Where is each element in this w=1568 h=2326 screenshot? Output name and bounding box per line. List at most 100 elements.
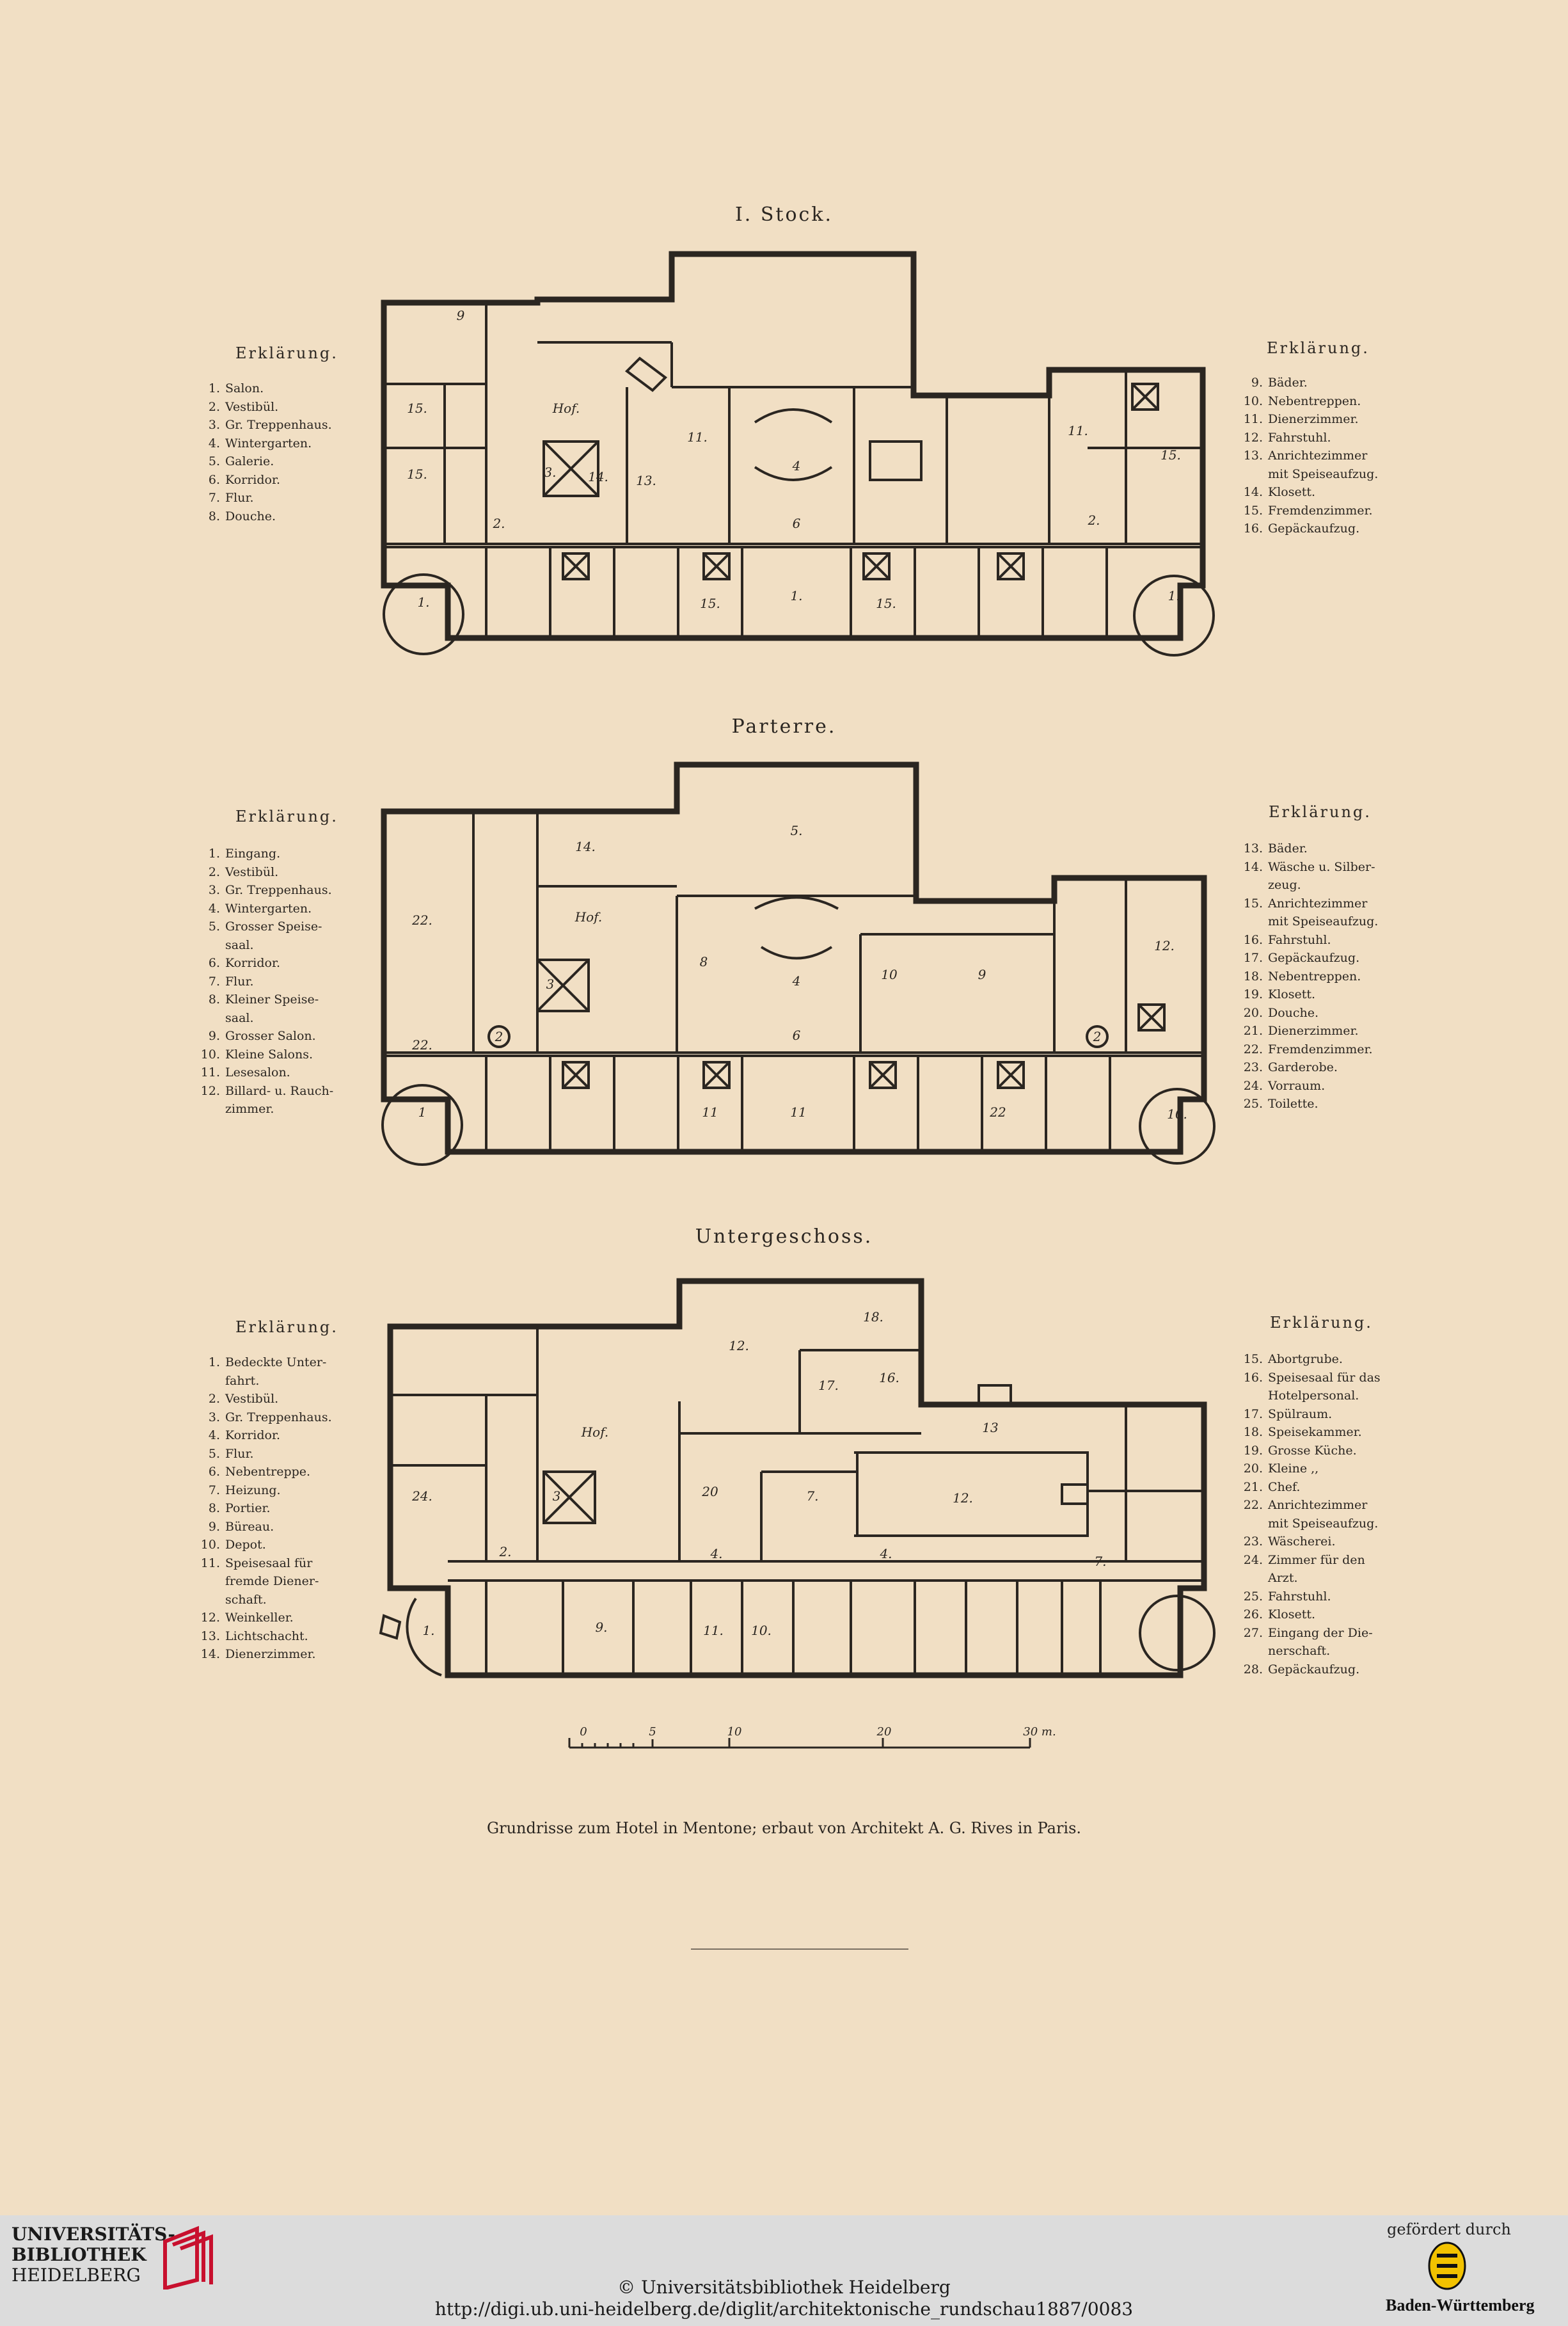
room-label: 4. — [709, 1546, 722, 1561]
legend-item-text: Gepäckaufzug. — [1268, 1662, 1360, 1677]
legend-item-text: Depot. — [225, 1538, 266, 1552]
room-label: 11. — [1068, 423, 1088, 438]
legend-item-text: Vestibül. — [225, 864, 279, 879]
room-label: 6 — [793, 1028, 801, 1043]
legend-item: 12.Billard- u. Rauch- — [198, 1082, 333, 1101]
room-label: 22 — [989, 1104, 1006, 1120]
legend-item: 23.Wäscherei. — [1241, 1533, 1381, 1551]
legend-item-number: 8. — [208, 992, 220, 1007]
legend-item: 12.Weinkeller. — [198, 1609, 332, 1627]
room-label: 4 — [792, 458, 801, 474]
legend-item: zimmer. — [198, 1100, 333, 1119]
legend-item-number: 22. — [1243, 1498, 1263, 1512]
source-url-link[interactable]: http://digi.ub.uni-heidelberg.de/diglit/… — [434, 2298, 1134, 2320]
legend-item: 9.Bäder. — [1241, 374, 1378, 392]
legend-item: 4.Wintergarten. — [198, 900, 333, 918]
legend-item-number: 14. — [1243, 485, 1263, 499]
room-label: 15. — [407, 466, 427, 482]
legend-item-number: 24. — [1243, 1078, 1263, 1093]
floor-title: I. Stock. — [734, 203, 834, 226]
legend-item-number: 1. — [208, 847, 220, 861]
legend-item: 28.Gepäckaufzug. — [1241, 1661, 1381, 1679]
legend-item: 2.Vestibül. — [198, 1390, 332, 1408]
scale-tick-label: 5 — [649, 1725, 656, 1739]
room-label: 1 — [418, 1104, 427, 1120]
legend-item-number: 13. — [1243, 841, 1263, 856]
legend-item-number: 11. — [200, 1065, 220, 1079]
legend-item-text: Flur. — [225, 491, 254, 505]
footer-bar — [0, 2215, 1568, 2326]
legend-item-number: 10. — [200, 1047, 220, 1062]
copyright-text: © Universitätsbibliothek Heidelberg — [617, 2277, 951, 2298]
room-label: 11. — [703, 1623, 724, 1638]
legend-item-number: 3. — [208, 418, 220, 432]
legend-item-text: Speisesaal für das — [1268, 1370, 1381, 1385]
library-line: BIBLIOTHEK — [12, 2244, 147, 2265]
room-label: 5. — [790, 823, 802, 838]
legend-item-text: Toilette. — [1268, 1097, 1319, 1111]
legend-item-number: 2. — [208, 864, 220, 879]
library-name: UNIVERSITÄTS- BIBLIOTHEK HEIDELBERG — [12, 2224, 175, 2286]
legend-item-text: Kleiner Speise- — [225, 992, 319, 1007]
legend-item-number: 4. — [208, 1428, 220, 1442]
legend-item-text: Bedeckte Unter- — [225, 1355, 327, 1369]
legend-item-number: 16. — [1243, 1370, 1263, 1385]
legend-item-number: 7. — [208, 974, 220, 989]
legend-item: 2. Vestibül. — [198, 863, 333, 882]
legend-item: saal. — [198, 936, 333, 955]
legend-item: 7.Flur. — [198, 973, 333, 991]
room-label: 2. — [498, 1544, 511, 1559]
scale-tick-label: 20 — [876, 1725, 892, 1739]
legend-item: 5. Flur. — [198, 1445, 332, 1463]
legend-item: 13.Bäder. — [1241, 840, 1378, 858]
legend-item: 18.Speisekammer. — [1241, 1423, 1381, 1442]
legend-item-text: Portier. — [225, 1501, 271, 1515]
room-label: 12. — [953, 1490, 973, 1506]
legend-heading: Erklärung. — [1269, 803, 1372, 821]
legend-item: 14.Klosett. — [1241, 483, 1378, 502]
legend-item-number: 15. — [1243, 1352, 1263, 1366]
legend-item-text: Gepäckaufzug. — [1268, 951, 1360, 965]
room-label: 9 — [457, 308, 465, 323]
legend-item-text: saal. — [225, 1010, 254, 1025]
legend-item-text: Zimmer für den — [1268, 1552, 1365, 1567]
room-label: 1. — [422, 1623, 434, 1638]
legend-item-text: Gr. Treppenhaus. — [225, 1410, 332, 1424]
room-label: 3 — [546, 976, 555, 992]
legend-item: 23.Garderobe. — [1241, 1058, 1378, 1077]
room-label: 11 — [790, 1104, 806, 1120]
room-label: 1. — [1168, 588, 1180, 603]
legend-item-number: 5. — [208, 1446, 220, 1461]
legend-item-text: Flur. — [225, 1446, 254, 1461]
legend-item-text: Dienerzimmer. — [225, 1647, 316, 1661]
legend-item-text: nerschaft. — [1268, 1644, 1331, 1658]
legend-item-text: Spülraum. — [1268, 1406, 1333, 1421]
legend-item-text: zimmer. — [225, 1102, 274, 1116]
legend-item-text: mit Speiseaufzug. — [1268, 466, 1379, 481]
legend-item-text: Nebentreppe. — [225, 1465, 311, 1479]
legend-item-number: 2. — [208, 399, 220, 414]
legend-item: 10.Nebentreppen. — [1241, 392, 1378, 411]
legend-item: 9.Grosser Salon. — [198, 1027, 333, 1046]
baden-wuerttemberg-crest-icon — [1428, 2242, 1466, 2290]
legend-item-text: Galerie. — [225, 454, 274, 468]
legend-item-text: Douche. — [1268, 1005, 1319, 1020]
legend-item: schaft. — [198, 1591, 332, 1609]
scale-tick-label: 10 — [727, 1725, 742, 1739]
legend-item: 1.Salon. — [198, 379, 332, 398]
legend-item: Hotelpersonal. — [1241, 1387, 1381, 1405]
room-label: 2 — [495, 1029, 503, 1044]
legend-item-number: 17. — [1243, 1406, 1263, 1421]
legend-item-number: 4. — [208, 901, 220, 916]
legend-item-text: saal. — [225, 937, 254, 952]
legend-item-number: 25. — [1243, 1589, 1263, 1604]
legend-item-text: Vorraum. — [1268, 1078, 1326, 1093]
legend-item: 24.Zimmer für den — [1241, 1551, 1381, 1570]
legend-item-number: 12. — [200, 1611, 220, 1625]
legend-item: 4.Korridor. — [198, 1426, 332, 1445]
legend-item-number: 12. — [200, 1083, 220, 1098]
legend-item-number: 21. — [1243, 1479, 1263, 1494]
plate-caption: Grundrisse zum Hotel in Mentone; erbaut … — [486, 1819, 1082, 1837]
room-label: 11. — [687, 429, 708, 445]
